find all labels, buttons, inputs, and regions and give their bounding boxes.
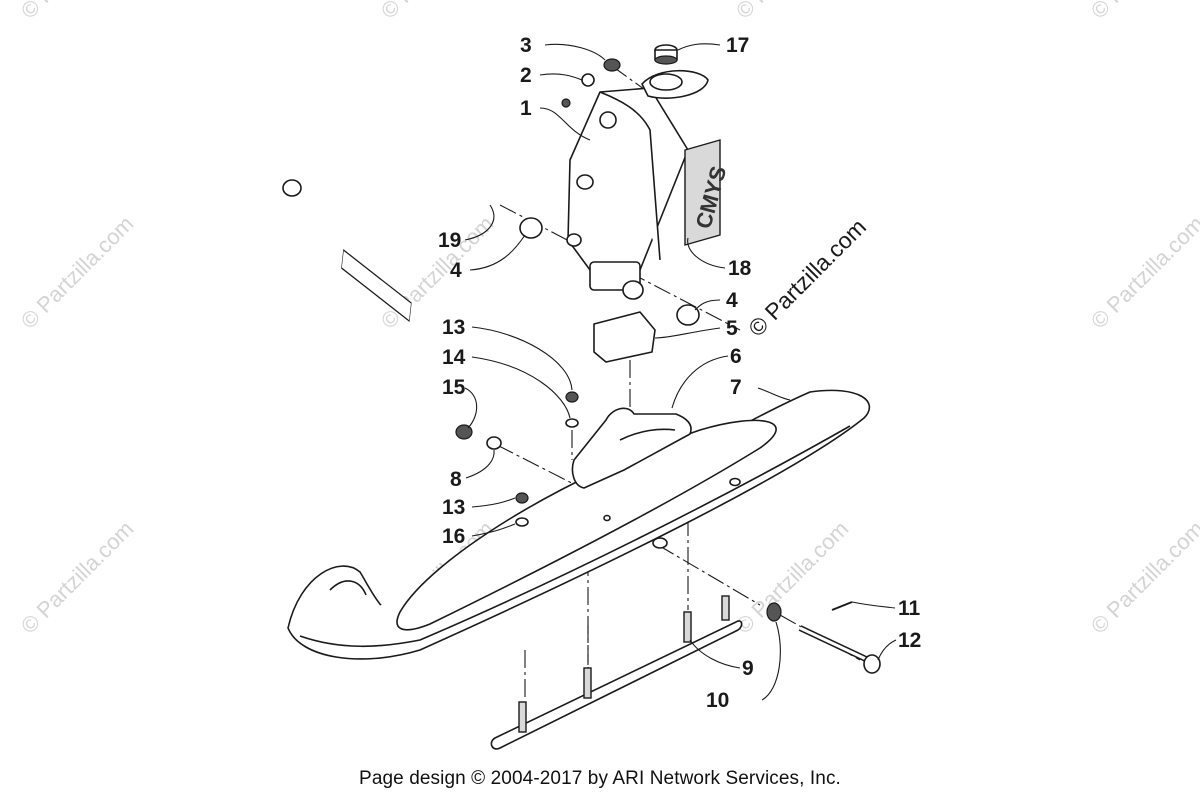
callout-7: 7 [730, 376, 742, 399]
callout-13: 13 [442, 316, 465, 339]
watermark: © Partzilla.com [16, 0, 139, 24]
callout-14: 14 [442, 346, 466, 369]
spindle [566, 70, 709, 300]
watermark: © Partzilla.com [376, 0, 499, 24]
callout-1: 1 [520, 97, 532, 120]
watermark: © Partzilla.com [1086, 211, 1200, 334]
callout-18: 18 [728, 257, 752, 280]
saddle [571, 407, 692, 489]
callout-11: 11 [898, 597, 921, 620]
callout-16: 16 [442, 525, 465, 548]
callout-8: 8 [450, 468, 462, 491]
callout-13: 13 [442, 496, 465, 519]
callout-15: 15 [442, 376, 466, 399]
watermark: © Partzilla.com [1086, 516, 1200, 639]
hardware [282, 44, 881, 674]
wear-bar [490, 595, 743, 750]
callout-9: 9 [742, 657, 754, 680]
watermark: © Partzilla.com [731, 0, 854, 24]
callout-5: 5 [726, 317, 738, 340]
watermark: © Partzilla.com [16, 211, 139, 334]
decal: CMYS [684, 139, 731, 246]
callout-4: 4 [726, 289, 738, 312]
callout-4: 4 [450, 259, 462, 282]
watermark: © Partzilla.com [731, 516, 854, 639]
watermark-prominent: © Partzilla.com [743, 214, 871, 342]
callout-10: 10 [706, 689, 729, 712]
callout-17: 17 [726, 34, 749, 57]
callout-labels: 3 2 1 17 19 4 18 4 5 13 14 15 6 7 8 13 1… [438, 34, 921, 712]
leader-lines [464, 43, 897, 701]
callout-12: 12 [898, 629, 921, 652]
callout-2: 2 [520, 64, 532, 87]
footer-copyright: Page design © 2004-2017 by ARI Network S… [359, 768, 841, 789]
callout-3: 3 [520, 34, 532, 57]
watermark: © Partzilla.com [16, 516, 139, 639]
callout-19: 19 [438, 229, 461, 252]
watermark: © Partzilla.com [1086, 0, 1200, 24]
callout-6: 6 [730, 345, 742, 368]
ski [287, 389, 871, 660]
